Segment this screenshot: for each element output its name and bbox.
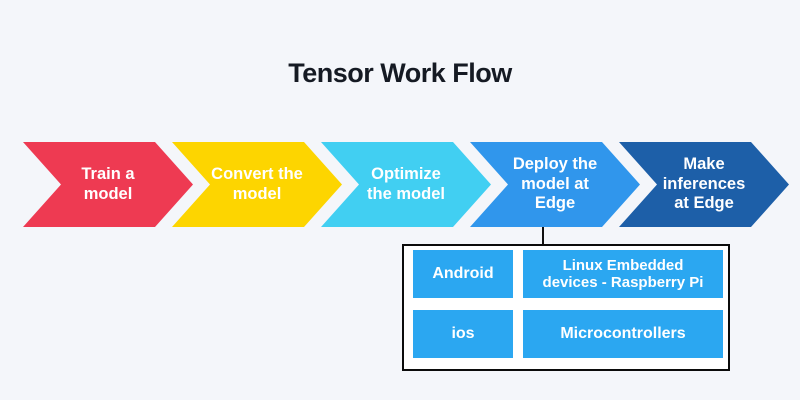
edge-device-microcontrollers: Microcontrollers — [523, 310, 723, 358]
step-make-inferences-label: Make inferences at Edge — [662, 155, 746, 213]
step-deploy-model: Deploy the model at Edge — [470, 142, 640, 227]
step-train-model-label: Train a model — [81, 165, 135, 203]
step-optimize-model: Optimize the model — [321, 142, 491, 227]
edge-device-ios: ios — [413, 310, 513, 358]
step-deploy-model-label: Deploy the model at Edge — [512, 155, 598, 213]
page-title: Tensor Work Flow — [288, 58, 512, 89]
step-convert-model: Convert the model — [172, 142, 342, 227]
edge-device-android: Android — [413, 250, 513, 298]
edge-devices-box: Android Linux Embedded devices - Raspber… — [402, 244, 730, 371]
edge-device-linux-raspberry-pi: Linux Embedded devices - Raspberry Pi — [523, 250, 723, 298]
step-convert-model-label: Convert the model — [211, 165, 303, 203]
step-make-inferences: Make inferences at Edge — [619, 142, 789, 227]
step-train-model: Train a model — [23, 142, 193, 227]
step-optimize-model-label: Optimize the model — [367, 165, 445, 203]
deploy-to-devices-connector-line — [542, 227, 544, 246]
